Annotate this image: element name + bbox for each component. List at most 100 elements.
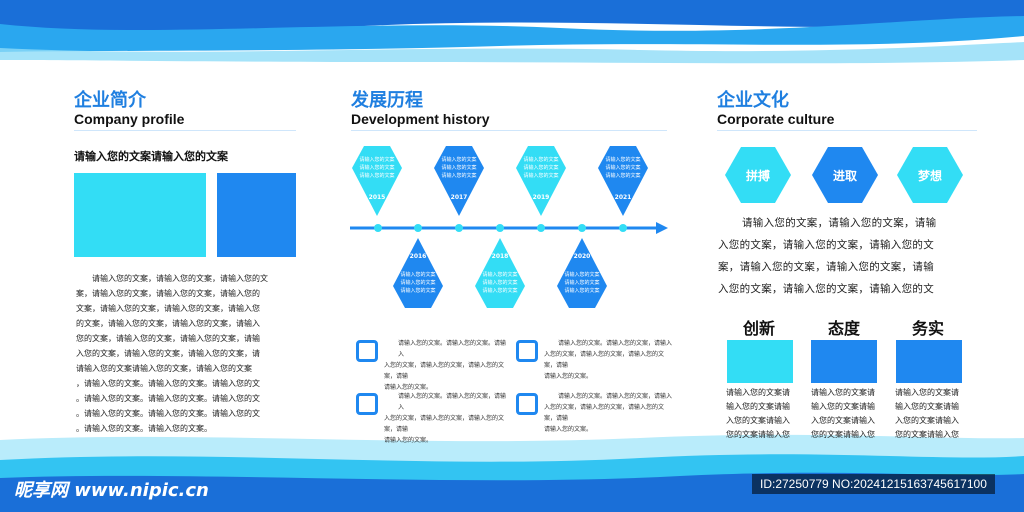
keyword-desc-2: 请输入您的文案请 输入您的文案请输 入您的文案请输入 您的文案请输入您 <box>811 386 883 442</box>
desc-line: 请输入您的文案请 <box>895 388 959 397</box>
desc-line: 您的文案请输入您 <box>811 430 875 439</box>
profile-image-cyan <box>74 173 206 257</box>
history-item-line: 入您的文案，请输入您的文案，请输入您的文案，请输 <box>384 415 505 433</box>
desc-line: 您的文案请输入您 <box>726 430 790 439</box>
profile-line: 。请输入您的文案。请输入您的文案。请输入您的文 <box>76 394 260 403</box>
history-item-line: 入您的文案，请输入您的文案，请输入您的文案，请输 <box>544 351 665 369</box>
history-item-checkbox <box>356 340 378 362</box>
marker-year: 2017 <box>450 194 468 201</box>
history-item-checkbox <box>356 393 378 415</box>
profile-title-cn: 企业简介 <box>74 90 146 111</box>
keyword-innovation: 创新 <box>742 319 775 338</box>
value-hexagon-1: 拼搏 <box>725 147 791 203</box>
history-divider <box>351 130 667 131</box>
keyword-desc-3: 请输入您的文案请 输入您的文案请输 入您的文案请输入 您的文案请输入您 <box>895 386 967 442</box>
history-title-cn: 发展历程 <box>351 90 423 111</box>
marker-text: 请输入您的文案 <box>564 280 600 286</box>
culture-line: 案，请输入您的文案，请输入您的文案，请输 <box>718 261 934 273</box>
timeline-arrow <box>350 222 668 234</box>
profile-line: 案，请输入您的文案，请输入您的文案，请输入您的 <box>76 289 260 298</box>
marker-text: 请输入您的文案 <box>400 288 436 294</box>
marker-text: 请输入您的文案 <box>441 157 477 163</box>
marker-text: 请输入您的文案 <box>441 173 477 179</box>
marker-text: 请输入您的文案 <box>482 272 518 278</box>
history-item-line: 入您的文案，请输入您的文案，请输入您的文案，请输 <box>544 404 665 422</box>
value-label: 梦想 <box>917 169 942 183</box>
keyword-pragmatic: 务实 <box>911 319 944 338</box>
marker-text: 请输入您的文案 <box>605 165 641 171</box>
marker-year: 2021 <box>614 194 632 201</box>
value-label: 进取 <box>832 169 857 183</box>
culture-title-cn: 企业文化 <box>717 90 789 111</box>
desc-line: 请输入您的文案请 <box>811 388 875 397</box>
profile-line: 。请输入您的文案。请输入您的文案。 <box>76 424 212 433</box>
profile-body: 请输入您的文案，请输入您的文案，请输入您的文 案，请输入您的文案，请输入您的文案… <box>76 271 300 436</box>
timeline-marker-2018: 2018 请输入您的文案 请输入您的文案 请输入您的文案 <box>475 238 525 308</box>
culture-body: 请输入您的文案，请输入您的文案，请输 入您的文案，请输入您的文案，请输入您的文 … <box>718 212 984 300</box>
profile-line: 您的文案，请输入您的文案，请输入您的文案，请输 <box>76 334 260 343</box>
profile-line: 入您的文案，请输入您的文案，请输入您的文案，请 <box>76 349 260 358</box>
marker-year: 2019 <box>532 194 550 201</box>
history-item-text: 请输入您的文案。请输入您的文案，请输入 入您的文案，请输入您的文案，请输入您的文… <box>384 391 510 446</box>
profile-line: 请输入您的文案请输入您的文案，请输入您的文案 <box>76 364 252 373</box>
history-item-line: 请输入您的文案。 <box>384 384 433 391</box>
keyword-desc-1: 请输入您的文案请 输入您的文案请输 入您的文案请输入 您的文案请输入您 <box>726 386 798 442</box>
value-label: 拼搏 <box>745 169 770 183</box>
history-item-line: 请输入您的文案。 <box>384 437 433 444</box>
marker-text: 请输入您的文案 <box>359 165 395 171</box>
marker-year: 2016 <box>409 253 427 260</box>
desc-line: 输入您的文案请输 <box>811 402 875 411</box>
history-item-line: 入您的文案，请输入您的文案，请输入您的文案，请输 <box>384 362 505 380</box>
marker-text: 请输入您的文案 <box>359 157 395 163</box>
marker-text: 请输入您的文案 <box>605 157 641 163</box>
history-item-checkbox <box>516 340 538 362</box>
marker-text: 请输入您的文案 <box>523 165 559 171</box>
keyword-box-2 <box>811 340 877 383</box>
profile-subtitle: 请输入您的文案请输入您的文案 <box>74 150 228 163</box>
profile-line: 文案，请输入您的文案，请输入您的文案，请输入您 <box>76 304 260 313</box>
marker-text: 请输入您的文案 <box>564 288 600 294</box>
culture-line: 入您的文案，请输入您的文案，请输入您的文 <box>718 239 934 251</box>
timeline-marker-2015: 请输入您的文案 请输入您的文案 请输入您的文案 2015 <box>352 146 402 216</box>
value-hexagon-2: 进取 <box>812 147 878 203</box>
timeline-marker-2017: 请输入您的文案 请输入您的文案 请输入您的文案 2017 <box>434 146 484 216</box>
history-title-en: Development history <box>351 111 490 127</box>
timeline-marker-2020: 2020 请输入您的文案 请输入您的文案 请输入您的文案 <box>557 238 607 308</box>
watermark-id: ID:27250779 NO:20241215163745617100 <box>752 474 995 494</box>
marker-year: 2020 <box>573 253 591 260</box>
marker-text: 请输入您的文案 <box>564 272 600 278</box>
marker-text: 请输入您的文案 <box>441 165 477 171</box>
history-item-line: 请输入您的文案。请输入您的文案，请输入 <box>558 340 673 347</box>
history-item-line: 请输入您的文案。请输入您的文案，请输入 <box>558 393 673 400</box>
value-hexagon-3: 梦想 <box>897 147 963 203</box>
marker-text: 请输入您的文案 <box>523 173 559 179</box>
profile-line: 的文案，请输入您的文案，请输入您的文案，请输入 <box>76 319 260 328</box>
desc-line: 入您的文案请输入 <box>895 416 959 425</box>
marker-text: 请输入您的文案 <box>523 157 559 163</box>
history-item-text: 请输入您的文案。请输入您的文案。请输入 入您的文案，请输入您的文案，请输入您的文… <box>384 338 510 393</box>
keyword-box-3 <box>896 340 962 383</box>
marker-text: 请输入您的文案 <box>605 173 641 179</box>
profile-image-blue <box>217 173 296 257</box>
profile-line: 。请输入您的文案。请输入您的文案。请输入您的文 <box>76 409 260 418</box>
history-item-line: 请输入您的文案。请输入您的文案。请输入 <box>398 340 507 358</box>
marker-year: 2015 <box>368 194 386 201</box>
desc-line: 您的文案请输入您 <box>895 430 959 439</box>
profile-title-en: Company profile <box>74 111 185 127</box>
watermark-logo: 昵享网 www.nipic.cn <box>14 480 209 501</box>
timeline-marker-2021: 请输入您的文案 请输入您的文案 请输入您的文案 2021 <box>598 146 648 216</box>
history-item-text: 请输入您的文案。请输入您的文案，请输入 入您的文案，请输入您的文案，请输入您的文… <box>544 338 672 382</box>
history-item-line: 请输入您的文案。 <box>544 426 593 433</box>
culture-line: 入您的文案，请输入您的文案，请输入您的文 <box>718 283 934 295</box>
marker-text: 请输入您的文案 <box>482 288 518 294</box>
desc-line: 输入您的文案请输 <box>726 402 790 411</box>
marker-text: 请输入您的文案 <box>359 173 395 179</box>
desc-line: 入您的文案请输入 <box>726 416 790 425</box>
marker-text: 请输入您的文案 <box>400 280 436 286</box>
keyword-attitude: 态度 <box>827 319 860 338</box>
marker-text: 请输入您的文案 <box>482 280 518 286</box>
marker-text: 请输入您的文案 <box>400 272 436 278</box>
history-item-checkbox <box>516 393 538 415</box>
profile-line: ，请输入您的文案。请输入您的文案。请输入您的文 <box>76 379 260 388</box>
